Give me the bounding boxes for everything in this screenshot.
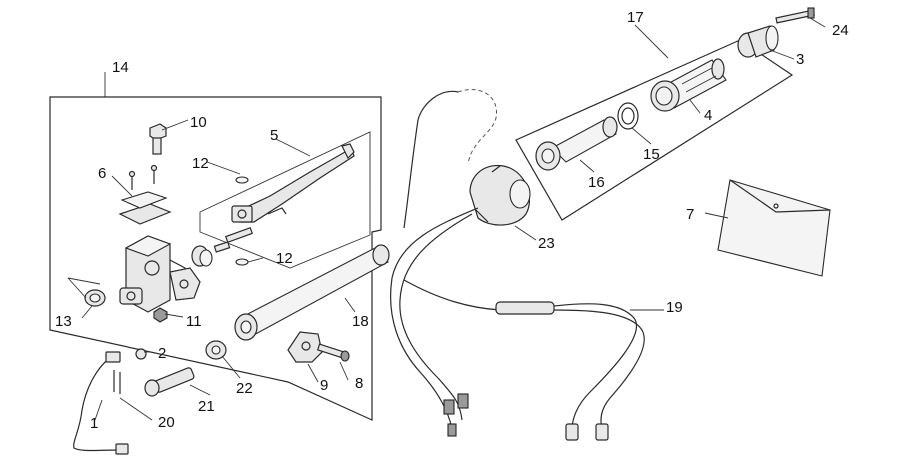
label-15: 15 bbox=[643, 146, 660, 163]
label-16: 16 bbox=[588, 174, 605, 191]
label-22: 22 bbox=[236, 380, 253, 397]
document-bag-7 bbox=[717, 179, 831, 277]
switch-wire-harness-2 bbox=[399, 213, 473, 421]
bar-end-weight-3 bbox=[737, 25, 779, 58]
lever-pivot-bolt bbox=[149, 123, 167, 155]
label-1: 1 bbox=[90, 415, 98, 432]
leader-lines bbox=[81, 17, 826, 421]
bolt-24 bbox=[775, 7, 815, 24]
label-18: 18 bbox=[352, 313, 369, 330]
master-cylinder-group-box bbox=[49, 96, 382, 421]
brake-lever bbox=[231, 143, 355, 223]
grip-4 bbox=[650, 58, 727, 112]
label-10: 10 bbox=[190, 114, 207, 131]
label-14: 14 bbox=[112, 59, 129, 76]
label-4: 4 bbox=[704, 107, 712, 124]
clamp-9 bbox=[287, 331, 323, 363]
label-13: 13 bbox=[55, 313, 72, 330]
bolt-21 bbox=[144, 367, 195, 397]
label-23: 23 bbox=[538, 235, 555, 252]
screws-20 bbox=[113, 370, 121, 394]
throttle-cables-19 bbox=[403, 279, 645, 441]
brake-lever-subgroup-box bbox=[199, 131, 371, 269]
switch-wire-harness bbox=[390, 207, 479, 429]
label-6: 6 bbox=[98, 165, 106, 182]
nut-11 bbox=[153, 307, 168, 323]
label-12-upper: 12 bbox=[192, 155, 209, 172]
label-21: 21 bbox=[198, 398, 215, 415]
throttle-cable-upper bbox=[403, 90, 459, 229]
label-8: 8 bbox=[355, 375, 363, 392]
master-cylinder bbox=[119, 235, 186, 313]
leader-13-guide bbox=[67, 277, 101, 299]
label-9: 9 bbox=[320, 377, 328, 394]
label-12-lower: 12 bbox=[276, 250, 293, 267]
mirror-clamp bbox=[169, 267, 201, 301]
bushing-13 bbox=[84, 289, 106, 307]
adjuster-screw bbox=[224, 226, 254, 244]
label-5: 5 bbox=[270, 127, 278, 144]
label-7: 7 bbox=[686, 206, 694, 223]
label-2: 2 bbox=[158, 345, 166, 362]
label-17: 17 bbox=[627, 9, 644, 26]
throttle-tube bbox=[234, 244, 390, 341]
throttle-cable-dashed bbox=[457, 89, 497, 165]
adjuster-piston bbox=[191, 241, 231, 267]
washer-22 bbox=[205, 340, 227, 360]
cap-screws bbox=[128, 164, 158, 190]
ring-15 bbox=[617, 102, 639, 130]
label-19: 19 bbox=[666, 299, 683, 316]
label-24: 24 bbox=[832, 22, 849, 39]
throttle-grip-16 bbox=[535, 116, 618, 171]
throttle-housing-23 bbox=[469, 164, 531, 226]
label-11: 11 bbox=[186, 313, 202, 330]
connectors bbox=[443, 393, 469, 437]
label-20: 20 bbox=[158, 414, 175, 431]
grip-group-box bbox=[515, 39, 794, 221]
label-3: 3 bbox=[796, 51, 804, 68]
ball-2 bbox=[135, 348, 147, 360]
sensor-cable-1 bbox=[73, 351, 129, 455]
reservoir-cap bbox=[118, 191, 172, 225]
screw-8 bbox=[316, 343, 350, 362]
